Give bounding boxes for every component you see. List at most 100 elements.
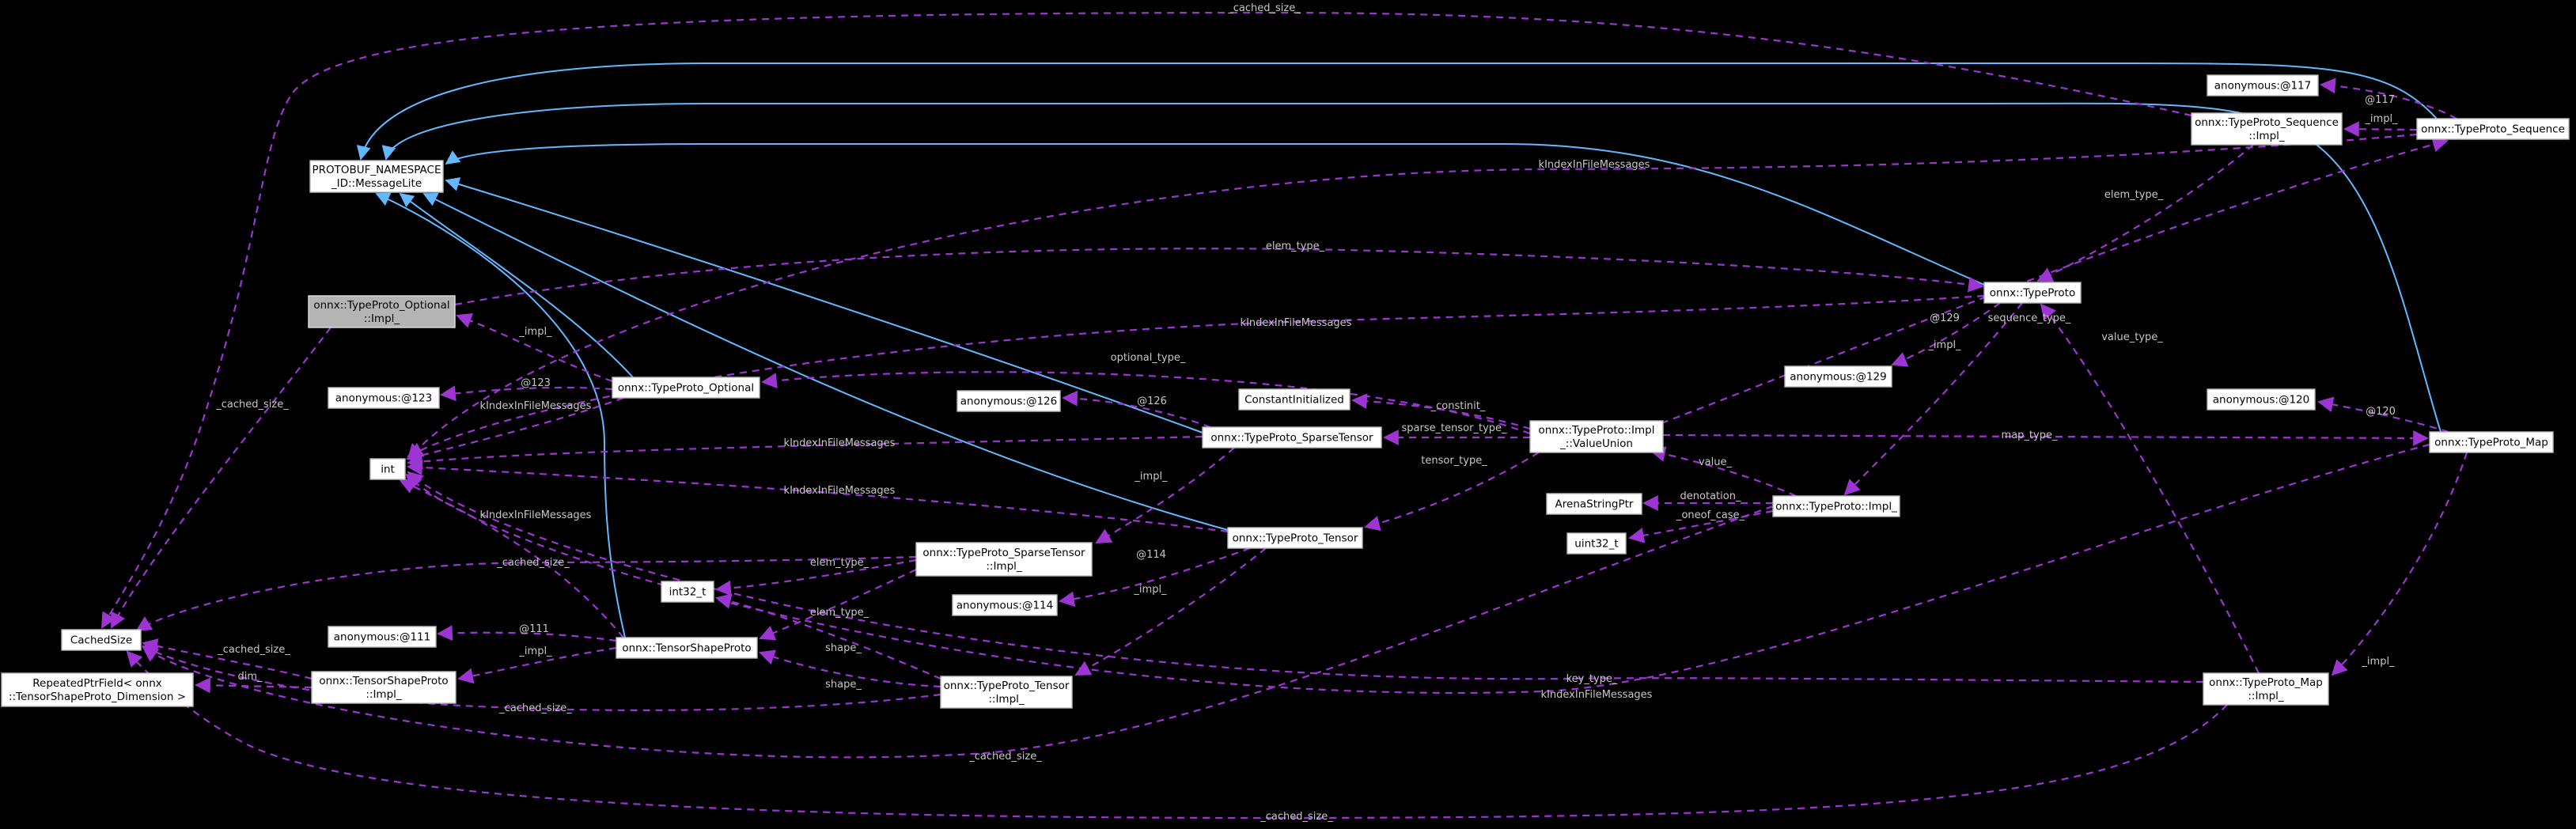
edge-typeproto-impl-to-uint32-t <box>1628 509 1774 543</box>
node-typeproto-tensor[interactable]: onnx::TypeProto_Tensor <box>1227 527 1363 549</box>
node-typeproto-map[interactable]: onnx::TypeProto_Map <box>2429 431 2554 453</box>
edge-map-impl-to-cachedsize <box>126 650 2228 820</box>
edge-tensor-impl-to-tensorshapeproto <box>759 649 941 688</box>
edge-label-kIndexInFileMessages: kIndexInFileMessages <box>1241 317 1352 329</box>
edge-label-impl: _impl_ <box>2364 113 2398 125</box>
node-typeproto-optional[interactable]: onnx::TypeProto_Optional <box>612 377 760 399</box>
edge-label-123: @123 <box>521 377 551 389</box>
edge-label-sparsetensortype: sparse_tensor_type_ <box>1401 422 1507 434</box>
node-label: int32_t <box>669 586 707 599</box>
edge-label-tensortype: tensor_type_ <box>1421 455 1487 467</box>
node-label: uint32_t <box>1574 538 1618 551</box>
edge-typeproto-tensor-to-int <box>407 460 1229 533</box>
node-label: anonymous:@117 <box>2214 80 2311 93</box>
edge-label-denotation: denotation_ <box>1680 490 1741 502</box>
node-label: RepeatedPtrField< onnx::TensorShapeProto… <box>9 677 186 703</box>
node-uint32-t[interactable]: uint32_t <box>1566 532 1627 555</box>
edge-tensorshapeproto-to-messagelite <box>375 192 626 638</box>
edge-tensorshapeproto-impl-to-cachedsize <box>142 638 313 680</box>
node-anon-120[interactable]: anonymous:@120 <box>2207 388 2316 411</box>
node-typeproto-sparsetensor[interactable]: onnx::TypeProto_SparseTensor <box>1202 426 1382 449</box>
edge-label-129: @129 <box>1930 312 1960 324</box>
node-optional-impl[interactable]: onnx::TypeProto_Optional::Impl_ <box>308 295 456 328</box>
edge-label-120: @120 <box>2366 406 2396 418</box>
node-label: ConstantInitialized <box>1244 394 1344 407</box>
node-int[interactable]: int <box>369 458 406 480</box>
edge-typeproto-optional-to-messagelite <box>399 192 634 378</box>
edge-label-impl: _impl_ <box>1927 339 1961 351</box>
node-label: onnx::TypeProto::Impl_::ValueUnion <box>1539 424 1655 450</box>
edge-tensorshapeproto-to-int <box>399 479 624 638</box>
edge-typeproto-tensor-to-tensor-impl <box>1074 547 1267 676</box>
node-repeatedptrfield[interactable]: RepeatedPtrField< onnx::TensorShapeProto… <box>1 672 194 707</box>
node-anon-117[interactable]: anonymous:@117 <box>2207 74 2319 97</box>
nodes-layer: PROTOBUF_NAMESPACE_ID::MessageLiteonnx::… <box>1 74 2570 709</box>
node-valueunion[interactable]: onnx::TypeProto::Impl_::ValueUnion <box>1529 420 1664 453</box>
node-label: onnx::TypeProto_Optional <box>618 382 754 395</box>
edge-label-elemtype: elem_type_ <box>2104 189 2164 201</box>
edge-optional-impl-to-typeproto <box>454 248 1984 306</box>
edge-tensor-impl-to-int32-t <box>715 593 941 680</box>
node-label: onnx::TypeProto_Map <box>2434 437 2548 449</box>
edge-label-elemtype: elem_type_ <box>1266 240 1325 252</box>
node-sparsetensor-impl[interactable]: onnx::TypeProto_SparseTensor::Impl_ <box>915 542 1093 577</box>
node-cachedsize[interactable]: CachedSize <box>61 629 142 651</box>
node-tensor-impl[interactable]: onnx::TypeProto_Tensor::Impl_ <box>940 676 1073 709</box>
node-int32-t[interactable]: int32_t <box>661 581 714 603</box>
edge-label-cachedsize: _cached_size_ <box>498 702 572 714</box>
edge-label-elemtype: elem_type_ <box>810 557 869 569</box>
edge-tensorshapeproto-to-anon-111 <box>437 625 617 642</box>
edge-valueunion-to-typeproto-tensor <box>1364 452 1540 532</box>
edge-label-114: @114 <box>1136 549 1166 561</box>
node-tensorshapeproto[interactable]: onnx::TensorShapeProto <box>616 637 758 659</box>
node-label: onnx::TypeProto_Sequence::Impl_ <box>2195 116 2339 142</box>
edge-typeproto-optional-to-int <box>406 396 624 464</box>
edge-label-oneofcase: _oneof_case_ <box>1676 509 1745 521</box>
node-label: onnx::TypeProto_Tensor::Impl_ <box>944 679 1070 706</box>
edge-typeproto-impl-to-valueunion <box>1650 446 1797 498</box>
node-map-impl[interactable]: onnx::TypeProto_Map::Impl_ <box>2203 672 2329 706</box>
edge-map-impl-to-int <box>407 471 2204 683</box>
edge-label-dim: dim_ <box>237 671 263 683</box>
edge-label-117: @117 <box>2365 94 2395 106</box>
edge-typeproto-impl-to-cachedsize <box>142 505 1774 759</box>
node-arenastringptr[interactable]: ArenaStringPtr <box>1546 493 1642 515</box>
edge-typeproto-sequence-to-messagelite <box>356 62 2438 161</box>
node-typeproto-sequence[interactable]: onnx::TypeProto_Sequence <box>2416 118 2570 140</box>
node-typeproto-impl[interactable]: onnx::TypeProto::Impl_ <box>1772 495 1900 517</box>
edge-label-111: @111 <box>519 623 549 635</box>
edge-label-impl: _impl_ <box>1134 471 1168 483</box>
edge-label-shape: shape_ <box>825 679 862 691</box>
edge-label-value: value_ <box>1699 456 1733 468</box>
edge-valueunion-to-constantinitialized <box>1351 393 1531 430</box>
node-anon-129[interactable]: anonymous:@129 <box>1784 365 1892 388</box>
edge-map-impl-to-typeproto <box>2040 303 2260 674</box>
node-anon-123[interactable]: anonymous:@123 <box>328 387 440 409</box>
edge-label-126: @126 <box>1137 396 1167 407</box>
node-anon-126[interactable]: anonymous:@126 <box>957 390 1061 412</box>
node-typeproto[interactable]: onnx::TypeProto <box>1983 282 2082 304</box>
edge-label-valuetype: value_type_ <box>2101 331 2163 343</box>
edge-label-impl: _impl_ <box>518 645 552 657</box>
node-anon-111[interactable]: anonymous:@111 <box>328 626 437 648</box>
node-anon-114[interactable]: anonymous:@114 <box>952 594 1058 616</box>
node-label: anonymous:@126 <box>960 396 1057 408</box>
edge-label-cachedsize: _cached_size_ <box>1260 811 1333 823</box>
edge-label-kIndexInFileMessages: kIndexInFileMessages <box>784 437 896 449</box>
node-tensorshapeproto-impl[interactable]: onnx::TensorShapeProto::Impl_ <box>311 671 456 704</box>
edge-typeproto-map-to-anon-120 <box>2317 396 2449 433</box>
node-label: onnx::TypeProto_Sequence <box>2421 123 2565 136</box>
edge-sparsetensor-impl-to-int32-t <box>715 558 917 596</box>
edge-label-shape: shape_ <box>825 642 862 654</box>
node-messagelite[interactable]: PROTOBUF_NAMESPACE_ID::MessageLite <box>309 160 444 193</box>
edge-tensor-impl-to-cachedsize <box>142 645 941 712</box>
edge-label-cachedsize: _cached_size_ <box>217 644 290 656</box>
node-constantinitialized[interactable]: ConstantInitialized <box>1238 388 1351 411</box>
edge-sparsetensor-impl-to-cachedsize <box>135 555 917 632</box>
node-sequence-impl[interactable]: onnx::TypeProto_Sequence::Impl_ <box>2191 112 2343 146</box>
node-label: anonymous:@129 <box>1790 371 1886 384</box>
node-label: ArenaStringPtr <box>1555 498 1634 511</box>
edge-label-impl: _impl_ <box>2361 656 2395 668</box>
edge-label-elemtype: elem_type_ <box>810 607 869 619</box>
